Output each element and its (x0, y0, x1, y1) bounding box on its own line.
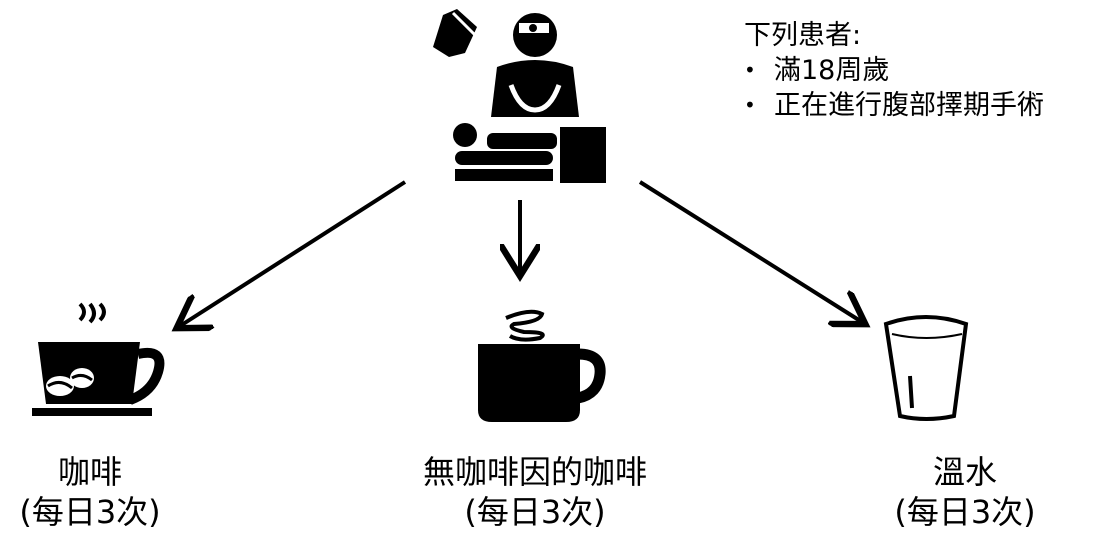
caption-water: 溫水 (每日3次) (894, 453, 1036, 531)
coffee-cup-icon (32, 302, 165, 416)
caption-coffee: 咖啡 (每日3次) (19, 453, 161, 531)
caption-decaf: 無咖啡因的咖啡 (每日3次) (422, 453, 647, 531)
list-item: •正在進行腹部擇期手術 (744, 90, 1044, 121)
list-item: •滿18周歲 (744, 55, 890, 86)
bullet-icon: • (744, 93, 756, 117)
glass-icon (883, 315, 969, 421)
criteria-list: •滿18周歲 •正在進行腹部擇期手術 (744, 53, 1044, 123)
mug-icon (478, 309, 606, 422)
arrow-right (638, 180, 862, 322)
arrow-left (180, 180, 407, 326)
note-heading: 下列患者: (744, 20, 862, 51)
bullet-icon: • (744, 58, 756, 82)
surgeon-patient-icon (433, 9, 606, 183)
inclusion-criteria: 下列患者: •滿18周歲 •正在進行腹部擇期手術 (744, 18, 1044, 123)
